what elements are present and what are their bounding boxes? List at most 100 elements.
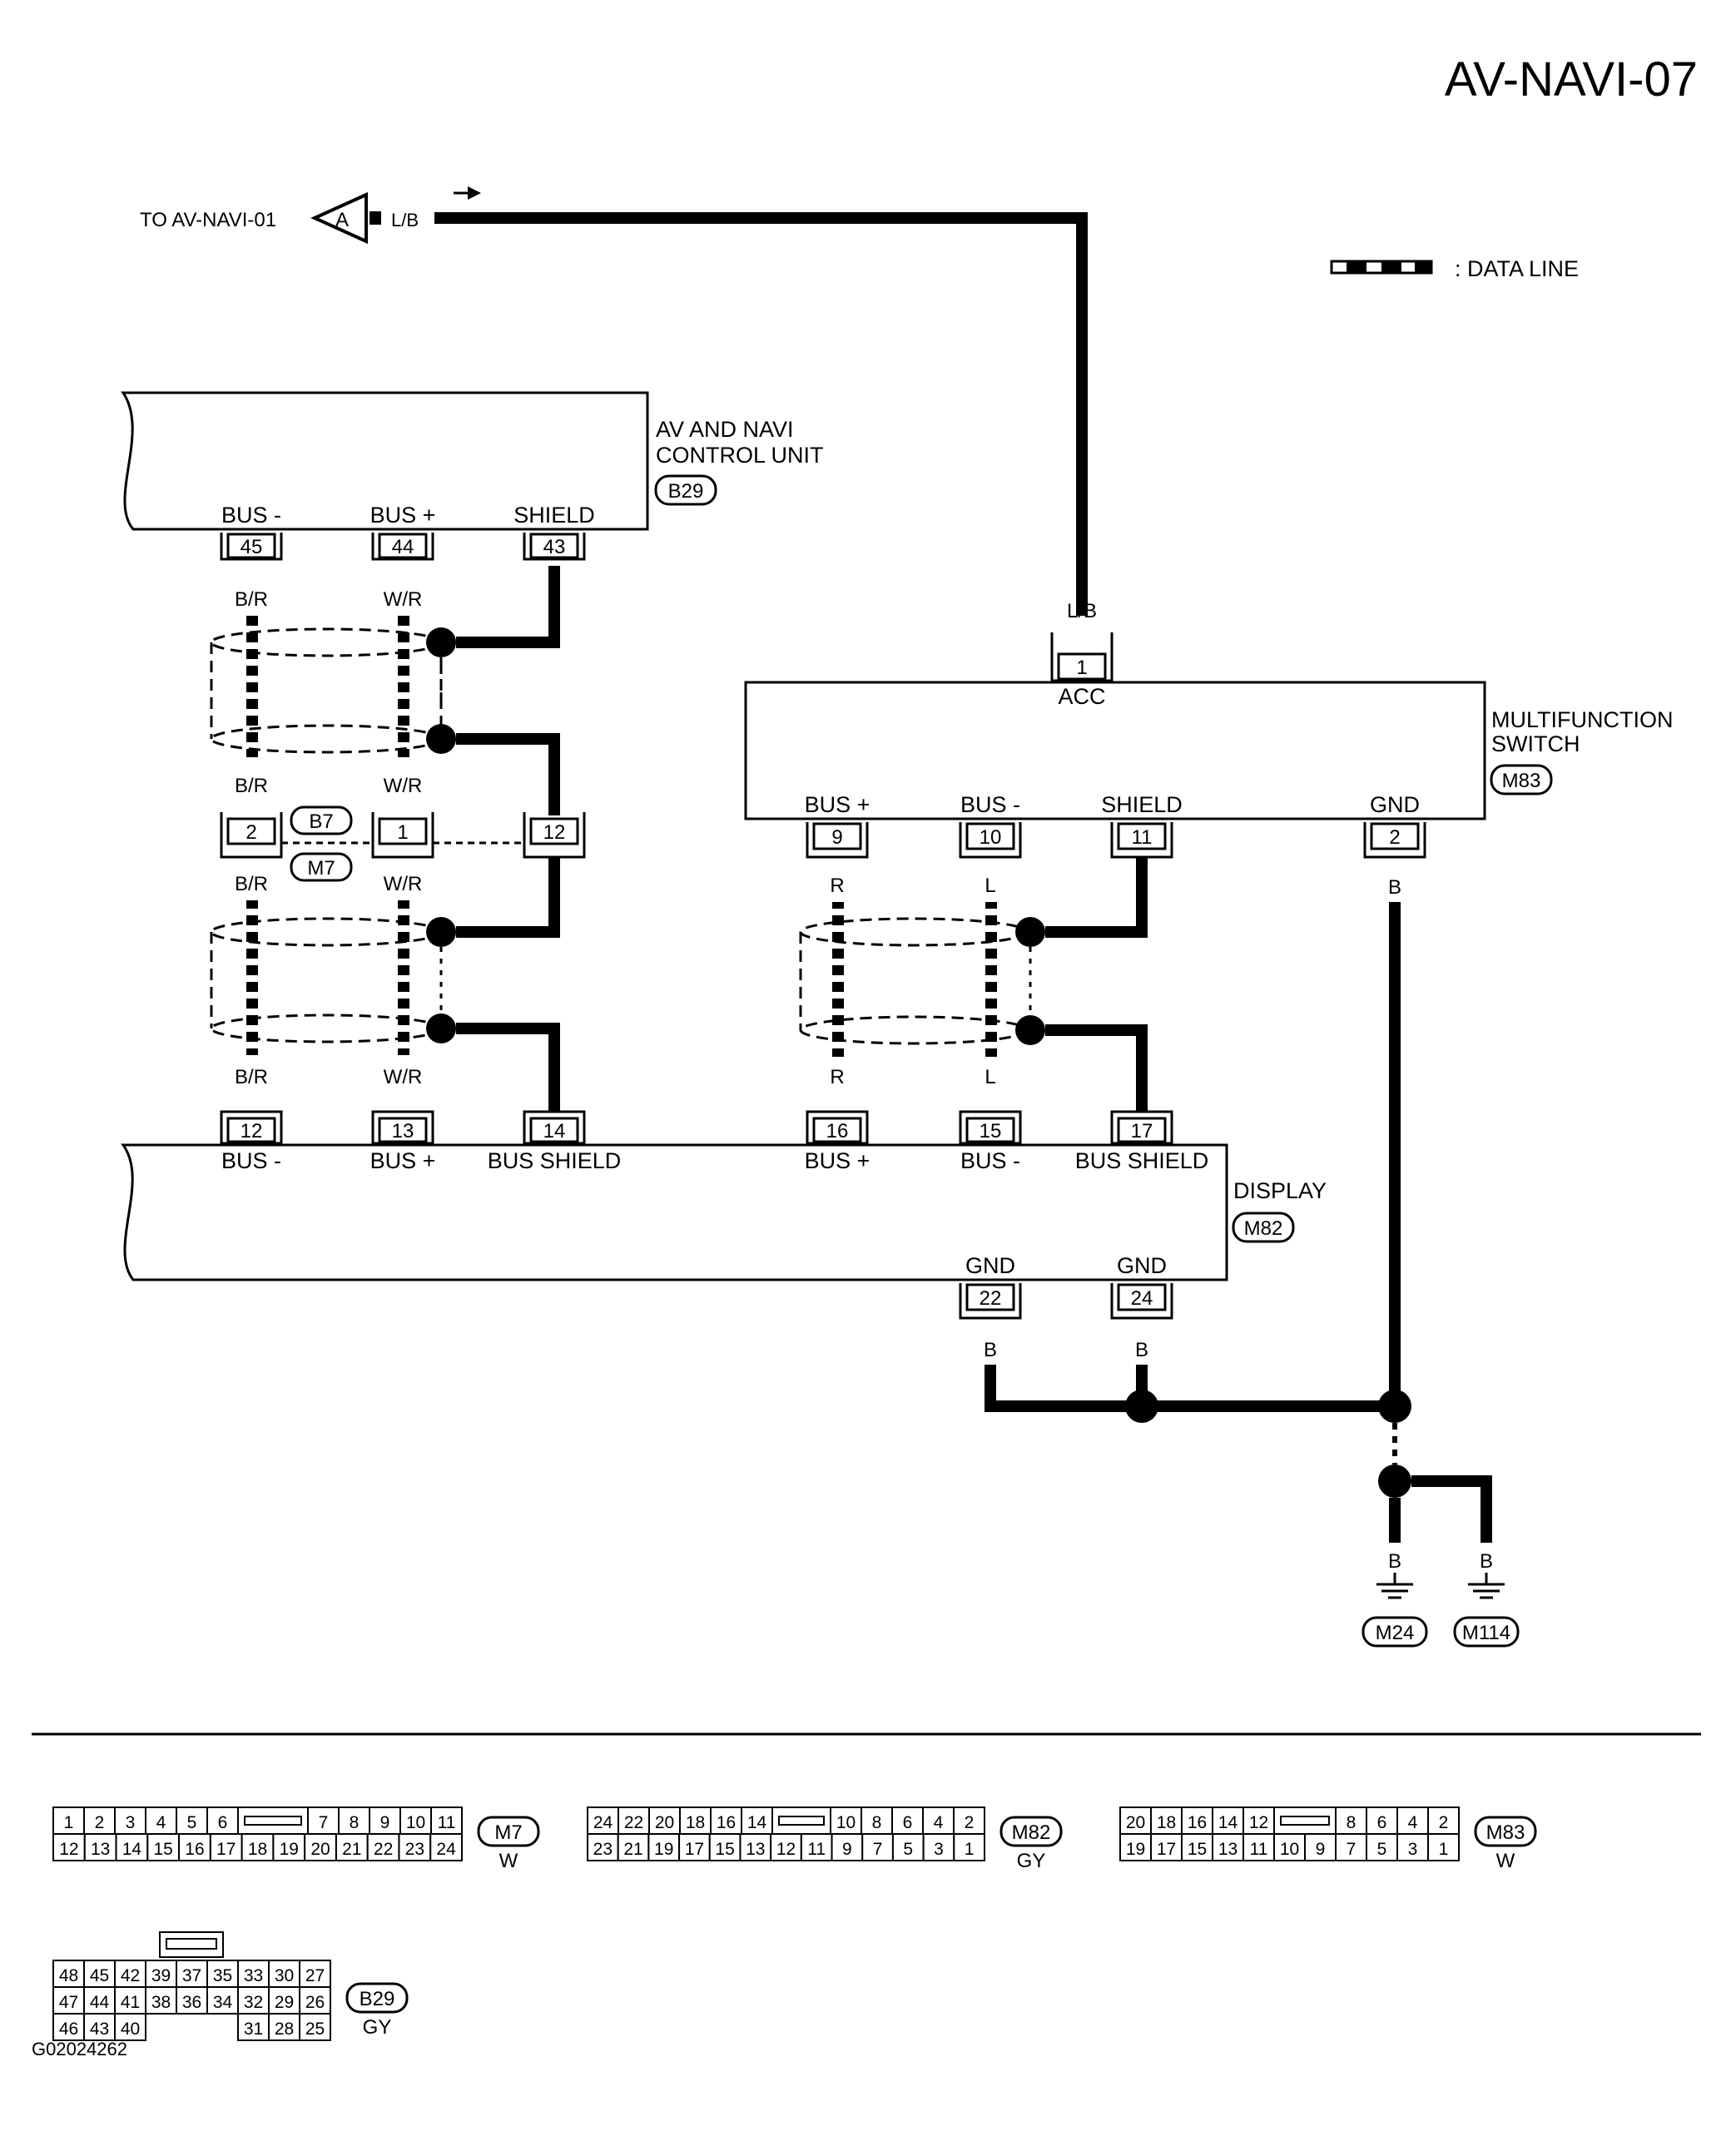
connector-cavity-number: 7 [1347,1840,1357,1859]
pin-number: 44 [392,536,414,558]
shield-splice [426,1014,456,1043]
pin-number: 1 [397,821,408,844]
data-line-bus-plus [832,902,844,1057]
connector-cavity-number: 3 [1408,1840,1418,1859]
connector-cavity-number: 19 [1126,1840,1145,1859]
connector-cavity-number: 8 [350,1813,360,1832]
pin-number: 24 [1131,1287,1153,1310]
display-unit: BUS - BUS + BUS SHIELD BUS + BUS - BUS S… [121,1143,1327,1281]
connector-color: W [499,1850,518,1872]
connector-cavity-number: 2 [965,1813,975,1832]
connector-cavity-number: 11 [1250,1840,1268,1859]
av-navi-pins: 45 44 43 [220,533,586,561]
wire-color-wr: W/R [384,873,423,895]
wire-color-wr: W/R [384,1066,423,1088]
connector-cavity-number: 16 [185,1840,204,1859]
shield-splice [1015,917,1045,947]
connector-cavity-number: 24 [436,1840,456,1859]
connector-cavity-number: 10 [836,1813,856,1832]
connector-cavity-number: 15 [715,1840,734,1859]
connector-cavity-number: 5 [187,1813,197,1832]
mfs-pin-label: GND [1370,792,1420,817]
wire-color-l: L [985,1066,995,1088]
display-pin-label: BUS + [805,1148,870,1173]
shield-wire [456,1023,560,1112]
connector-cavity-number: 2 [1439,1813,1449,1832]
connector-cavity-number: 1 [64,1813,74,1832]
mfs-connector-id: M83 [1502,770,1541,792]
connector-cavity-number: 9 [380,1813,390,1832]
connector-cavity-number: 18 [686,1813,705,1832]
shield-wire [456,566,560,648]
pin-number: 11 [1132,826,1153,849]
wire-color-br: B/R [235,775,268,797]
wire-color-br: B/R [235,873,268,895]
wire-color-lb: L/B [1067,600,1097,622]
ground-splice [1378,1390,1411,1423]
connector-color: GY [1017,1850,1046,1872]
connector-cavity-number: 16 [717,1813,736,1832]
connector-cavity-number: 47 [59,1993,78,2012]
pin-number: 45 [241,536,263,558]
pin-number: 2 [246,821,256,844]
shield-splice [426,724,456,754]
av-navi-connector-id: B29 [668,480,704,503]
connector-cavity-number: 6 [1377,1813,1387,1832]
display-pin-label: BUS + [370,1148,436,1173]
connector-cavity-number: 7 [873,1840,883,1859]
pin-number: 16 [826,1120,849,1142]
connector-cavity-number: 10 [406,1813,425,1832]
connector-cavity-number: 1 [965,1840,975,1859]
mfs-name-1: MULTIFUNCTION [1491,707,1673,732]
connector-cavity-number: 22 [624,1813,643,1832]
connector-color: GY [363,2016,392,2039]
mfs-name-2: SWITCH [1491,731,1580,756]
display-pin-label: BUS SHIELD [1075,1148,1209,1173]
connector-cavity-number: 11 [807,1840,826,1859]
pin-number: 12 [241,1120,263,1142]
connector-cavity-number: 43 [90,2020,109,2039]
pin-number: 10 [980,826,1002,849]
display-pin-label: BUS SHIELD [488,1148,622,1173]
wire-color-r: R [830,1066,844,1088]
wire-color-l: L [985,875,995,897]
connector-cavity-number: 13 [1218,1840,1238,1859]
connector-cavity-number: 11 [438,1813,456,1832]
connector-cavity-number: 38 [151,1993,171,2012]
mfs-pin-label: BUS + [805,792,870,817]
off-page-connector: TO AV-NAVI-01 A L/B [140,186,481,245]
wire-color-r: R [830,875,844,897]
connector-cavity-number: 17 [216,1840,236,1859]
wire-color-lb-top: L/B [391,210,419,230]
connector-cavity-number: 12 [776,1840,796,1859]
connector-id: M83 [1486,1821,1525,1844]
av-navi-name-2: CONTROL UNIT [656,443,824,468]
off-page-label: TO AV-NAVI-01 [140,209,276,231]
connector-cavity-number: 4 [1408,1813,1418,1832]
ground-id-m114: M114 [1462,1622,1510,1644]
wire-color-wr: W/R [384,588,423,611]
connector-cavity-number: 35 [213,1966,232,1985]
figure-code: G02024262 [32,2039,127,2059]
pin-number: 14 [543,1120,566,1142]
joint-connector: 2 1 12 B7 M7 [220,805,586,882]
display-pin-label: BUS - [221,1148,281,1173]
pin-number: 2 [1389,826,1400,849]
connector-cavity-number: 42 [121,1966,140,1985]
mfs-pin-label: SHIELD [1101,792,1183,817]
connector-cavity-number: 24 [593,1813,613,1832]
connector-cavity-number: 21 [623,1840,642,1859]
connector-cavity-number: 13 [91,1840,110,1859]
connector-cavity-number: 13 [746,1840,765,1859]
connector-cavity-number: 36 [182,1993,201,2012]
wire-color-b: B [1135,1339,1148,1361]
ground-splice [1378,1465,1411,1498]
connector-cavity-number: 18 [1157,1813,1176,1832]
connector-cavity-number: 23 [405,1840,424,1859]
connector-cavity-number: 20 [310,1840,330,1859]
data-line-bus-minus [985,902,997,1057]
connector-cavity-number: 32 [244,1993,263,2012]
connector-cavity-number: 34 [213,1993,233,2012]
pin-number: 17 [1131,1120,1153,1142]
